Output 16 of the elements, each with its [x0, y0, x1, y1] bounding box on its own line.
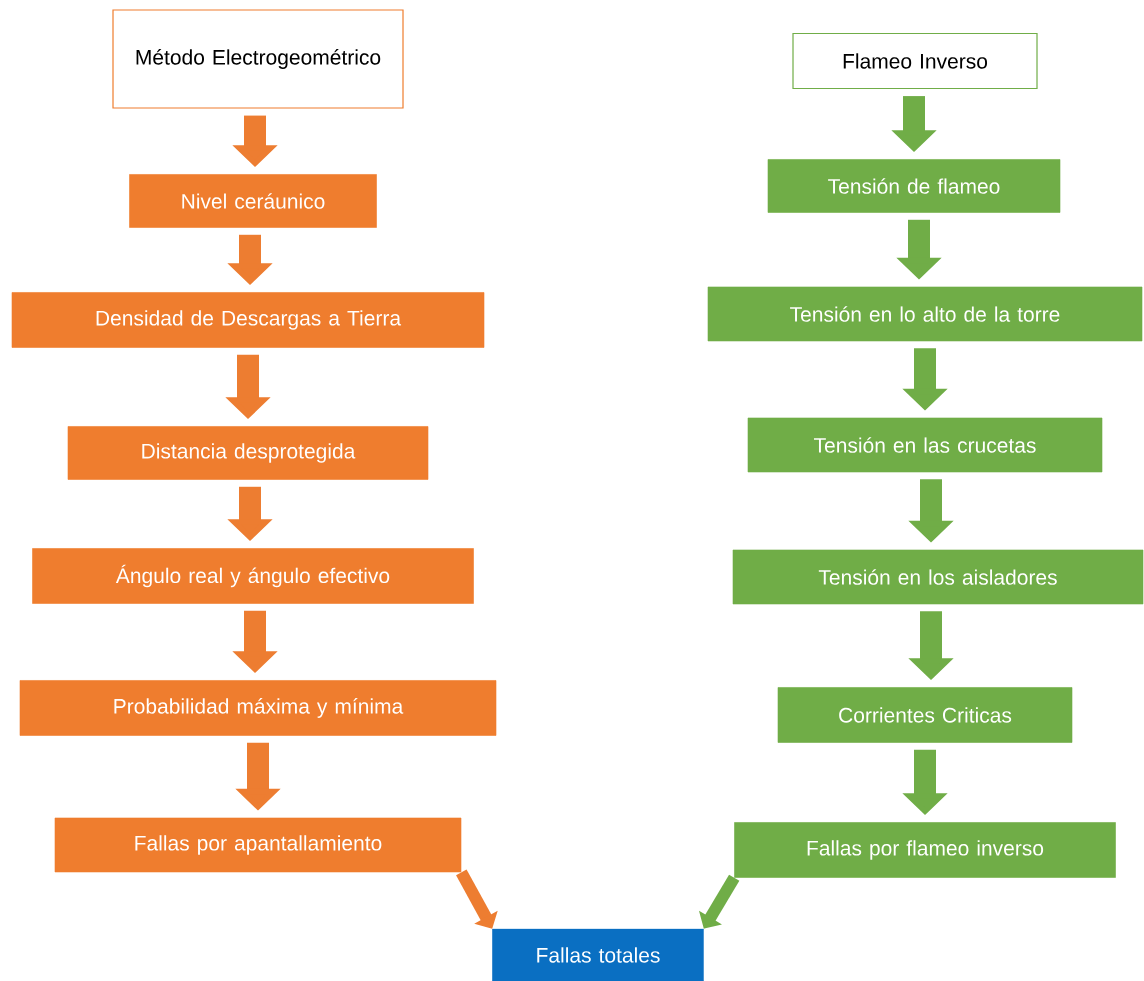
process-box: Tensión en lo alto de la torre — [707, 286, 1143, 342]
process-box: Distancia desprotegida — [67, 426, 429, 480]
title-box: Flameo Inverso — [792, 32, 1038, 90]
result-box: Fallas totales — [492, 928, 704, 981]
process-box: Tensión en las crucetas — [747, 417, 1103, 473]
process-box: Fallas por flameo inverso — [734, 822, 1116, 878]
block-arrow — [456, 869, 498, 929]
process-box: Ángulo real y ángulo efectivo — [32, 548, 474, 604]
process-box: Densidad de Descargas a Tierra — [11, 292, 485, 348]
process-box: Tensión de flameo — [767, 159, 1061, 213]
process-box: Nivel ceráunico — [129, 174, 377, 228]
process-box: Fallas por apantallamiento — [54, 817, 462, 873]
process-box: Corrientes Criticas — [777, 687, 1073, 743]
title-box: Método Electrogeométrico — [112, 9, 404, 109]
process-box: Probabilidad máxima y mínima — [19, 680, 497, 736]
process-box: Tensión en los aisladores — [732, 549, 1144, 605]
